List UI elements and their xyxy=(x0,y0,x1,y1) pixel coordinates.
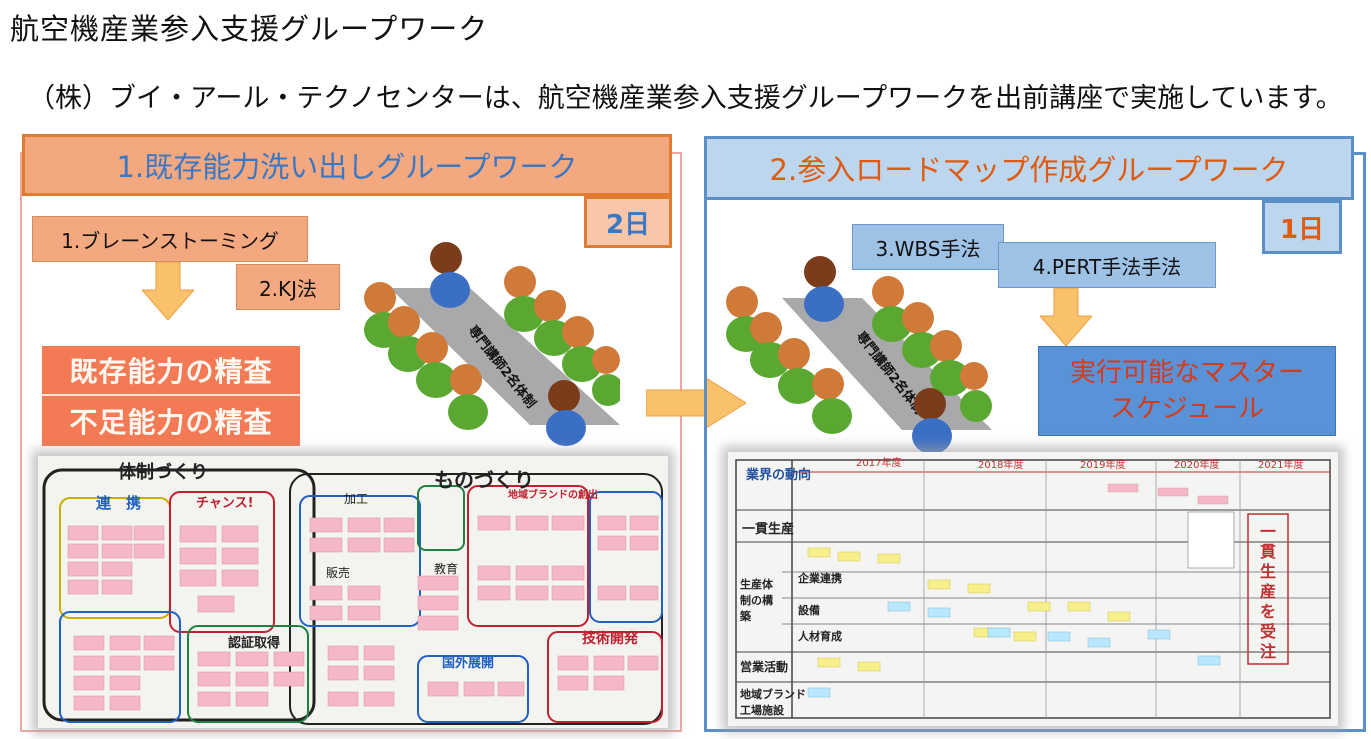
left-meeting-illustration: 専門講師2名体制 xyxy=(364,242,620,446)
left-attendees-green-right xyxy=(504,266,620,406)
right-section-header: 2.参入ロードマップ作成グループワーク xyxy=(704,136,1354,200)
result-master-schedule-line2: スケジュール xyxy=(1109,394,1265,424)
page-title: 航空機産業参入支援グループワーク xyxy=(10,12,489,46)
roadmap-row-industry: 業界の動向 xyxy=(746,468,812,483)
kj-label-chiiki-brand: 地域ブランドの創出 xyxy=(508,490,598,501)
step-pert: 4.PERT手法手法 xyxy=(998,242,1216,288)
left-down-arrow xyxy=(142,262,194,320)
kj-label-renkei: 連 携 xyxy=(96,494,142,512)
left-section-header: 1.既存能力洗い出しグループワーク xyxy=(22,134,672,196)
roadmap-year-1: 2017年度 xyxy=(856,458,902,469)
kj-board-drawing xyxy=(42,468,663,725)
roadmap-row-partnership: 企業連携 xyxy=(798,572,842,585)
intro-text: （株）ブイ・アール・テクノセンターは、航空機産業参入支援グループワークを出前講座… xyxy=(28,83,1343,114)
roadmap-year-4: 2020年度 xyxy=(1174,460,1220,471)
result-existing-capability: 既存能力の精査 xyxy=(42,346,300,396)
kj-label-gijutsu: 技術開発 xyxy=(582,631,638,647)
kj-label-taisei: 体制づくり xyxy=(118,462,208,483)
result-missing-capability: 不足能力の精査 xyxy=(42,396,300,446)
roadmap-row-integrated: 一貫生産 xyxy=(742,522,795,537)
right-meeting-illustration: 専門講師2名体制 xyxy=(726,256,992,454)
roadmap-year-3: 2019年度 xyxy=(1080,460,1126,471)
roadmap-year-2: 2018年度 xyxy=(978,460,1024,471)
result-master-schedule-line1: 実行可能なマスター xyxy=(1069,358,1304,388)
right-down-arrow xyxy=(1040,288,1092,346)
result-master-schedule: 実行可能なマスター スケジュール xyxy=(1038,346,1336,436)
right-instructors-blue xyxy=(804,256,952,454)
right-duration-badge: 1日 xyxy=(1262,200,1342,254)
roadmap-row-production: 生産体制の構築 xyxy=(740,578,773,623)
roadmap-board-drawing xyxy=(735,459,1331,719)
roadmap-row-sales: 営業活動 xyxy=(740,660,789,674)
right-attendees-green-left xyxy=(726,286,852,434)
step-wbs: 3.WBS手法 xyxy=(852,224,1004,270)
right-attendees-green-right xyxy=(872,276,992,422)
right-roadmap-board-photo: 業界の動向 一貫生産 生産体制の構築 企業連携 設備 人材育成 営業活動 地域ブ… xyxy=(728,452,1338,726)
kj-label-kokugai: 国外展開 xyxy=(442,656,495,671)
step-brainstorming: 1.ブレーンストーミング xyxy=(32,216,308,262)
kj-label-kyouiku: 教育 xyxy=(434,562,459,576)
step-kj-method: 2.KJ法 xyxy=(236,264,340,310)
left-duration-badge: 2日 xyxy=(584,196,672,248)
kj-label-ninshou: 認証取得 xyxy=(228,636,281,651)
left-attendees-green-left xyxy=(364,282,488,430)
roadmap-row-factory: 工場施設 xyxy=(740,704,784,717)
left-instructors-blue xyxy=(430,242,586,446)
kj-label-kakou: 加工 xyxy=(344,492,369,506)
kj-label-hanbai: 販売 xyxy=(326,566,351,580)
roadmap-row-brand: 地域ブランド xyxy=(740,688,806,701)
kj-label-monozukuri: ものづくり xyxy=(434,468,534,492)
roadmap-year-5: 2021年度 xyxy=(1258,460,1304,471)
roadmap-goal-label: 一貫生産を受注 xyxy=(1259,522,1276,661)
roadmap-row-equipment: 設備 xyxy=(798,604,820,617)
left-kj-board-photo: 体制づくり ものづくり 連 携 チャンス! 加工 販売 教育 技術開発 国外展開… xyxy=(38,456,668,728)
kj-label-chance: チャンス! xyxy=(196,496,254,511)
roadmap-row-hr: 人材育成 xyxy=(798,630,842,643)
